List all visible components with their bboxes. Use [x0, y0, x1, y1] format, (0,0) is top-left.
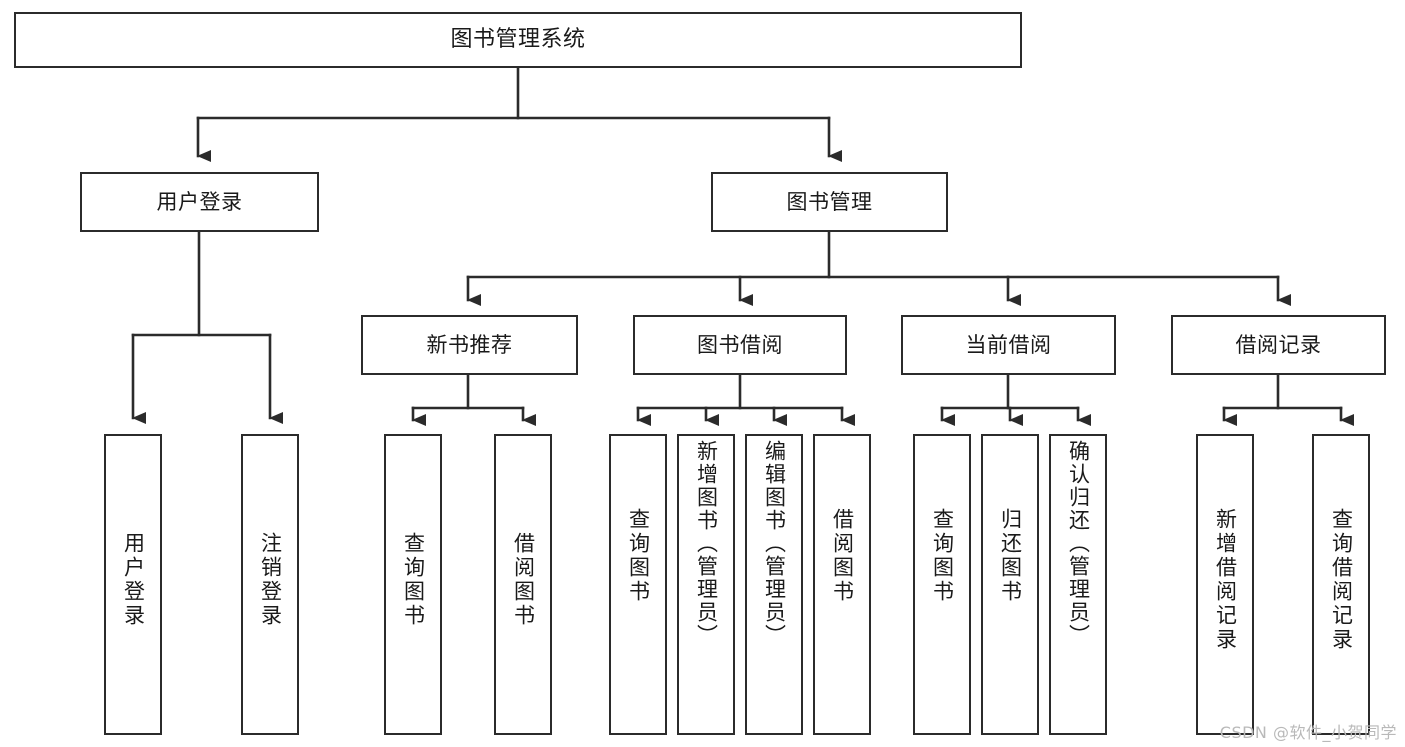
node-label: 图书借阅 [697, 332, 783, 357]
node-label: 当前借阅 [965, 332, 1052, 357]
node-label: 图书管理 [786, 189, 873, 214]
leaf-borrow-book-borrow[interactable]: 借阅图书 [813, 434, 871, 735]
leaf-add-borrow-record[interactable]: 新增借阅记录 [1196, 434, 1254, 735]
node-label: 图书管理系统 [450, 27, 586, 53]
leaf-logout-login[interactable]: 注销登录 [241, 434, 299, 735]
node-label: 查询图书 [626, 508, 651, 604]
node-label: 编辑图书（管理员） [762, 440, 787, 647]
node-label: 确认归还（管理员） [1066, 440, 1091, 647]
leaf-edit-book-admin[interactable]: 编辑图书（管理员） [745, 434, 803, 735]
leaf-query-book-borrow[interactable]: 查询图书 [609, 434, 667, 735]
leaf-query-book-current[interactable]: 查询图书 [913, 434, 971, 735]
node-current-borrow[interactable]: 当前借阅 [901, 315, 1116, 375]
csdn-watermark: CSDN @软件_小贺同学 [1219, 723, 1397, 742]
node-label: 借阅图书 [511, 532, 536, 628]
node-borrow-record[interactable]: 借阅记录 [1171, 315, 1386, 375]
node-new-book-recommend[interactable]: 新书推荐 [361, 315, 578, 375]
node-root-book-management-system[interactable]: 图书管理系统 [14, 12, 1022, 68]
node-label: 归还图书 [998, 508, 1023, 604]
leaf-return-book[interactable]: 归还图书 [981, 434, 1039, 735]
node-label: 借阅记录 [1235, 332, 1322, 357]
node-book-borrow[interactable]: 图书借阅 [633, 315, 847, 375]
leaf-borrow-book-recommend[interactable]: 借阅图书 [494, 434, 552, 735]
node-label: 用户登录 [121, 532, 146, 628]
node-label: 查询借阅记录 [1329, 508, 1354, 652]
node-label: 查询图书 [401, 532, 426, 628]
node-label: 借阅图书 [830, 508, 855, 604]
leaf-user-login[interactable]: 用户登录 [104, 434, 162, 735]
node-label: 新增借阅记录 [1213, 508, 1238, 652]
leaf-query-book-recommend[interactable]: 查询图书 [384, 434, 442, 735]
node-book-management[interactable]: 图书管理 [711, 172, 948, 232]
leaf-add-book-admin[interactable]: 新增图书（管理员） [677, 434, 735, 735]
node-label: 新增图书（管理员） [694, 440, 719, 647]
node-label: 查询图书 [930, 508, 955, 604]
node-user-login[interactable]: 用户登录 [80, 172, 319, 232]
leaf-confirm-return-admin[interactable]: 确认归还（管理员） [1049, 434, 1107, 735]
node-label: 注销登录 [258, 532, 283, 628]
node-label: 新书推荐 [426, 332, 513, 357]
node-label: 用户登录 [156, 189, 243, 214]
leaf-query-borrow-record[interactable]: 查询借阅记录 [1312, 434, 1370, 735]
